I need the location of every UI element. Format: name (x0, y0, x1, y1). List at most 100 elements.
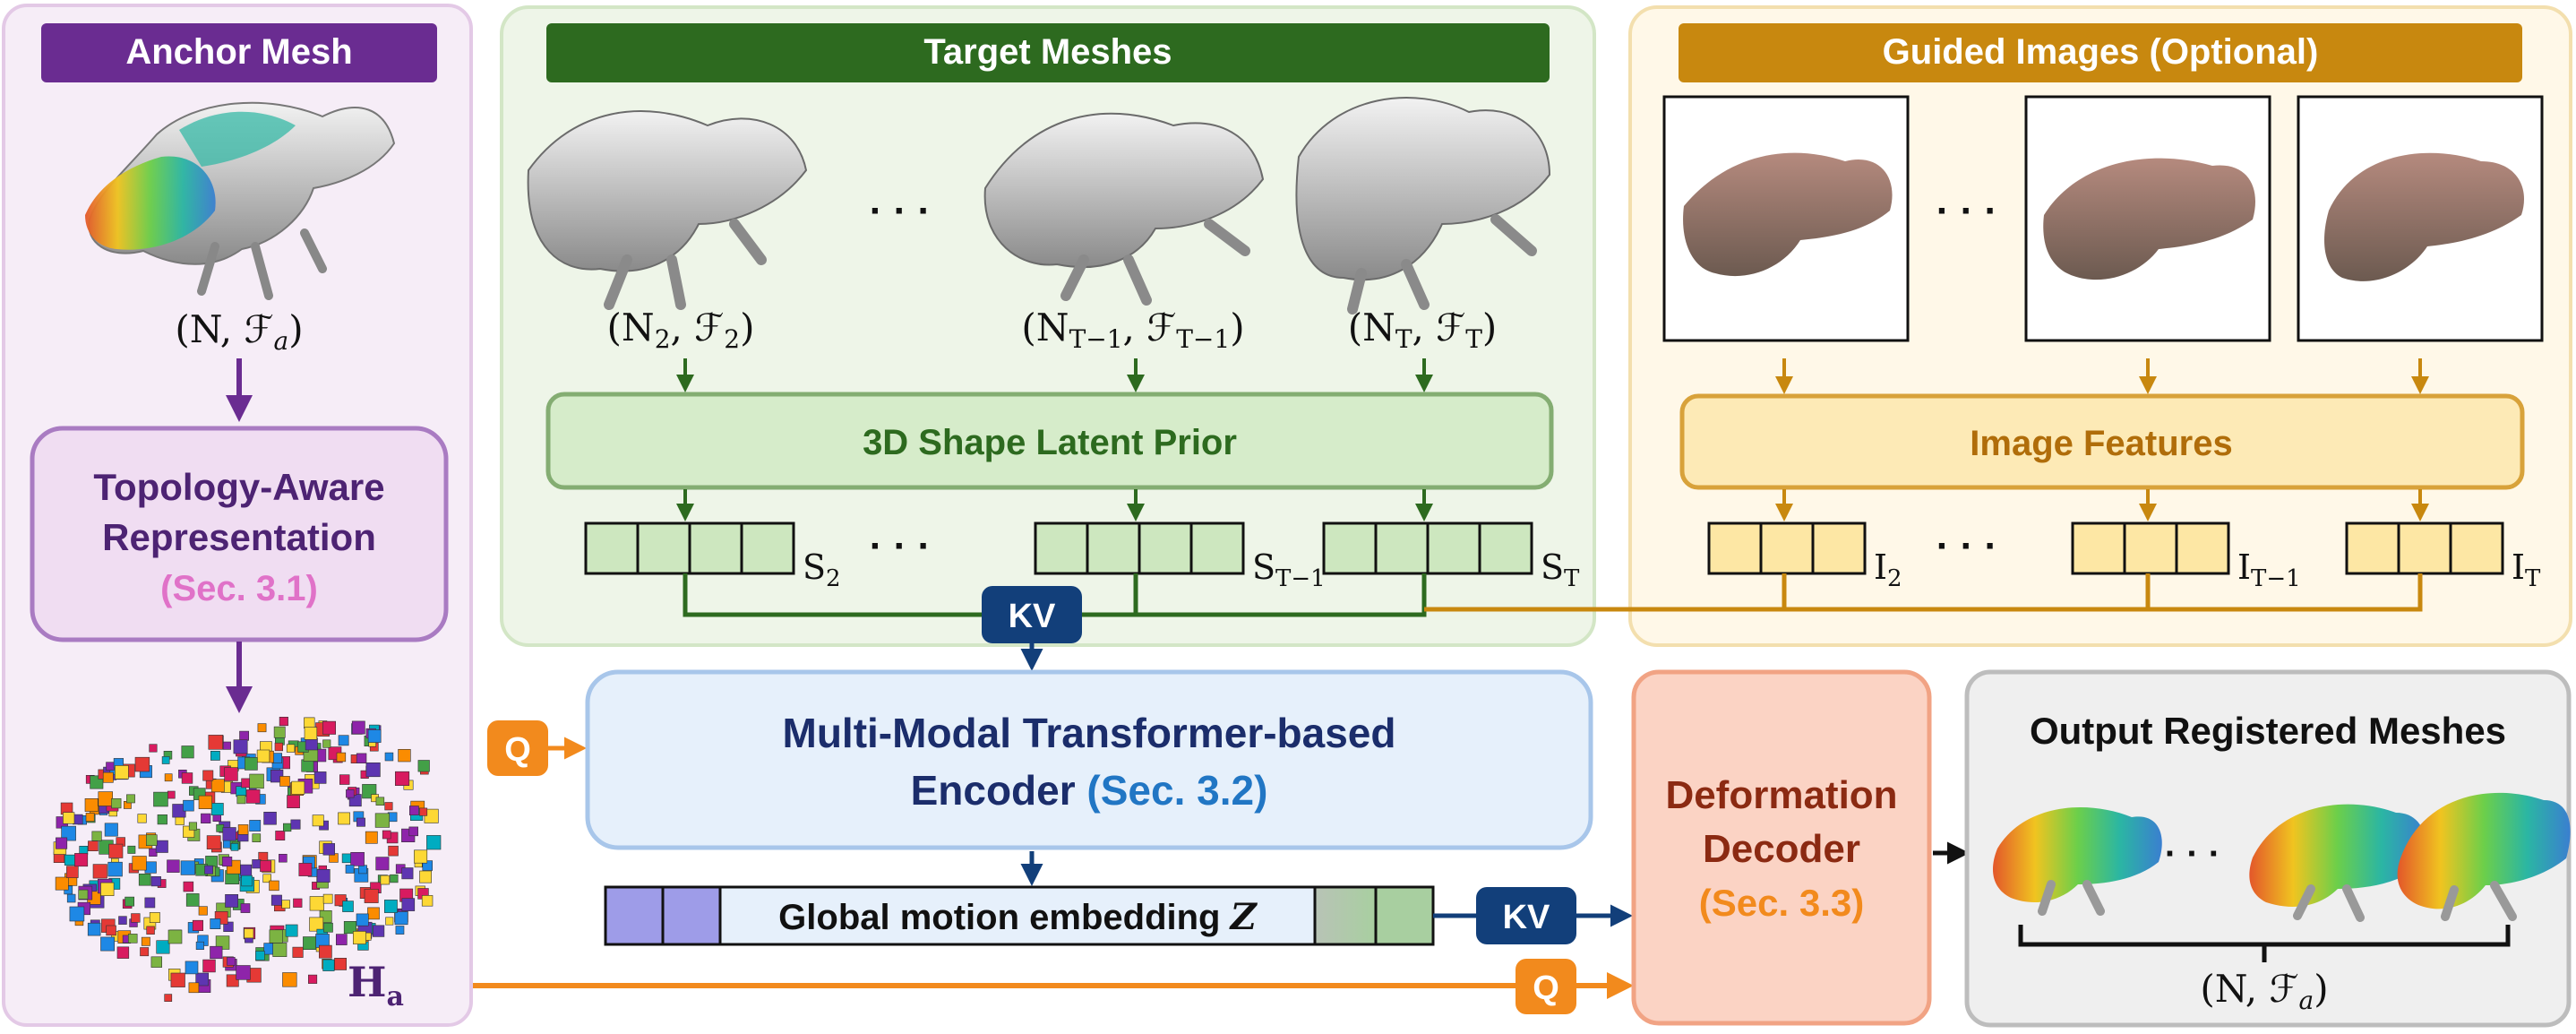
voxel (352, 931, 366, 944)
voxel (226, 974, 239, 987)
voxel (237, 824, 249, 835)
output-mesh-3-image (2397, 792, 2571, 921)
voxel (102, 771, 114, 783)
voxel (252, 833, 262, 843)
voxel (244, 928, 254, 939)
voxel (335, 934, 348, 945)
voxel (341, 853, 352, 864)
voxel (322, 739, 331, 748)
encoder-box (585, 669, 1593, 850)
voxel (111, 797, 122, 809)
embedding-label: Global motion embedding Z (778, 896, 1258, 938)
anchor-mesh-label: (N, ℱa) (175, 307, 303, 356)
voxel (92, 864, 107, 879)
voxel (132, 856, 147, 871)
output-label: (N, ℱa) (2200, 967, 2328, 1015)
encoder-line-2: Encoder (Sec. 3.2) (911, 767, 1268, 814)
voxel (230, 842, 239, 851)
voxel (323, 922, 333, 933)
voxel (260, 860, 272, 873)
voxel (282, 972, 297, 987)
voxel (304, 717, 315, 729)
target-mesh-label-2: (N2, ℱ2) (607, 306, 755, 354)
voxel (408, 806, 419, 815)
voxel (100, 936, 115, 952)
voxel (91, 831, 102, 841)
guided-image-1 (1662, 95, 1910, 342)
rep-line-2: Representation (102, 516, 376, 558)
voxel (275, 831, 286, 841)
voxel (126, 794, 135, 804)
voxel (104, 823, 118, 837)
output-mesh-2-image (2249, 804, 2426, 922)
voxel (318, 944, 332, 959)
h-a-label: Ha (348, 958, 404, 1012)
kv-bottom-label: KV (1503, 899, 1550, 936)
voxel (236, 786, 247, 797)
voxel (78, 889, 89, 900)
voxel (236, 795, 246, 805)
voxel (149, 912, 160, 924)
voxel (375, 797, 385, 806)
anchor-mesh-image (85, 101, 396, 300)
voxel (401, 898, 416, 911)
voxel (384, 802, 393, 811)
s-t-label: ST (1541, 547, 1580, 592)
voxel (240, 864, 253, 876)
voxel (156, 940, 170, 954)
token-i-t-1 (2071, 521, 2230, 575)
voxel (66, 893, 76, 903)
voxel (167, 859, 180, 873)
voxel (118, 916, 127, 925)
rep-section: (Sec. 3.1) (160, 569, 318, 608)
voxel (414, 849, 428, 864)
voxel (55, 876, 69, 891)
voxel (198, 795, 212, 809)
voxel (63, 812, 75, 824)
voxel (198, 906, 208, 916)
voxel (150, 875, 161, 887)
voxel (313, 771, 327, 784)
voxel (287, 795, 300, 808)
anchor-point-cloud-image (53, 716, 442, 1002)
voxel (222, 741, 231, 750)
voxel (390, 874, 399, 883)
voxel (322, 720, 336, 735)
voxel (356, 913, 369, 926)
voxel (249, 773, 264, 789)
output-bracket (2018, 925, 2511, 962)
s-t-1-label: ST−1 (1252, 547, 1326, 592)
voxel (144, 861, 157, 874)
target-mesh-2-image (983, 112, 1265, 306)
voxel (116, 946, 130, 959)
voxel (183, 799, 194, 812)
voxel (239, 730, 249, 741)
voxel (204, 865, 213, 875)
decoder-section: (Sec. 3.3) (1699, 882, 1864, 924)
voxel (263, 811, 277, 825)
voxel (422, 860, 433, 871)
voxel (367, 729, 382, 743)
i-2-label: I2 (1874, 547, 1902, 592)
voxel (66, 866, 79, 878)
voxel (106, 762, 115, 771)
target-mesh-label-t-1: (NT−1, ℱT−1) (1021, 306, 1244, 354)
voxel (161, 756, 170, 764)
output-ellipsis: · · · (2165, 834, 2220, 874)
kv-badge-top (982, 586, 1082, 643)
voxel (395, 926, 405, 935)
voxel (419, 807, 428, 816)
kv-top-label: KV (1009, 598, 1056, 635)
voxel (134, 756, 150, 772)
shape-latent-prior-box (545, 392, 1554, 490)
voxel (137, 814, 147, 823)
output-mesh-1-image (1993, 807, 2162, 916)
voxel (286, 744, 296, 753)
image-features-box (1679, 393, 2525, 490)
voxel (150, 956, 162, 968)
voxel (85, 813, 95, 822)
token-i-t (2345, 521, 2504, 575)
voxel (309, 917, 324, 932)
guided-title: Guided Images (Optional) (1883, 32, 2319, 72)
voxel (98, 791, 114, 806)
